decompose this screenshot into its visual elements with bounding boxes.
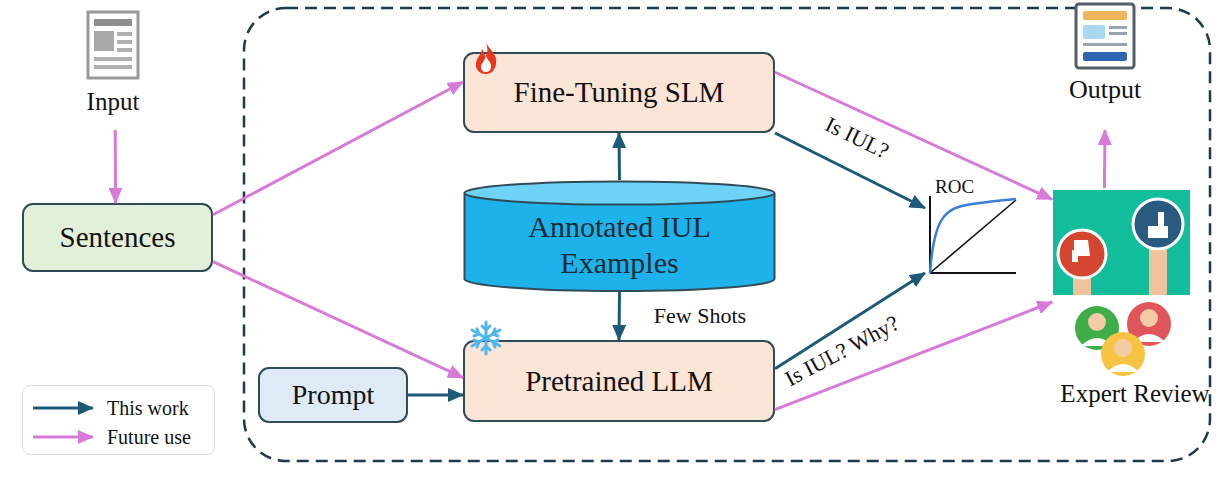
expert-review-node: Expert Review	[1045, 188, 1225, 416]
node-label: Sentences	[60, 221, 176, 254]
dashed-container	[244, 8, 1210, 461]
connector-arrow	[775, 133, 925, 208]
connector-arrow	[618, 292, 622, 340]
edge-label: Few Shots	[654, 303, 746, 329]
node-label: Prompt	[292, 379, 374, 411]
node-label: Expert Review	[1060, 380, 1209, 408]
edge-label: Is IUL?	[821, 111, 893, 164]
legend-text: Future use	[107, 426, 191, 449]
connector-arrow	[213, 82, 463, 215]
node-label: ROC	[935, 177, 974, 196]
connector-arrow	[775, 273, 925, 369]
connector-arrow	[213, 262, 463, 378]
snowflake-icon	[468, 320, 504, 356]
connector-arrow	[408, 393, 463, 396]
fire-icon	[471, 40, 501, 76]
connector-arrow	[114, 130, 117, 203]
legend-line-sample	[23, 398, 107, 418]
document-icon	[86, 10, 140, 80]
legend-row: Future use	[23, 423, 191, 451]
node-label: Fine-Tuning SLM	[514, 76, 725, 109]
expert-review-illustration	[1045, 188, 1225, 380]
roc-chart-node: ROC	[922, 178, 1020, 278]
model-box: Pretrained LLM	[463, 340, 775, 422]
legend-box: This work Future use	[22, 385, 215, 455]
prompt-box: Prompt	[258, 367, 408, 423]
connector-arrow	[775, 302, 1052, 410]
output-icon-node: Output	[1050, 2, 1160, 130]
edge-label: Is IUL? Why?	[781, 310, 904, 392]
node-label: Output	[1069, 76, 1141, 105]
input-icon-node: Input	[58, 10, 168, 130]
legend-text: This work	[107, 397, 189, 420]
connector-arrow	[775, 72, 1052, 199]
legend-row: This work	[23, 394, 189, 422]
document-icon	[1074, 2, 1136, 70]
connector-arrow	[618, 133, 622, 180]
legend-line-sample	[23, 427, 107, 447]
node-label: Input	[87, 88, 140, 116]
process-box: Sentences	[22, 203, 213, 272]
database-cylinder: Annotated IUL Examples	[463, 180, 776, 292]
connector-arrow	[1103, 130, 1107, 188]
model-box: Fine-Tuning SLM	[463, 52, 775, 133]
node-label: Annotated IUL Examples	[500, 209, 740, 281]
node-label: Pretrained LLM	[525, 365, 713, 398]
